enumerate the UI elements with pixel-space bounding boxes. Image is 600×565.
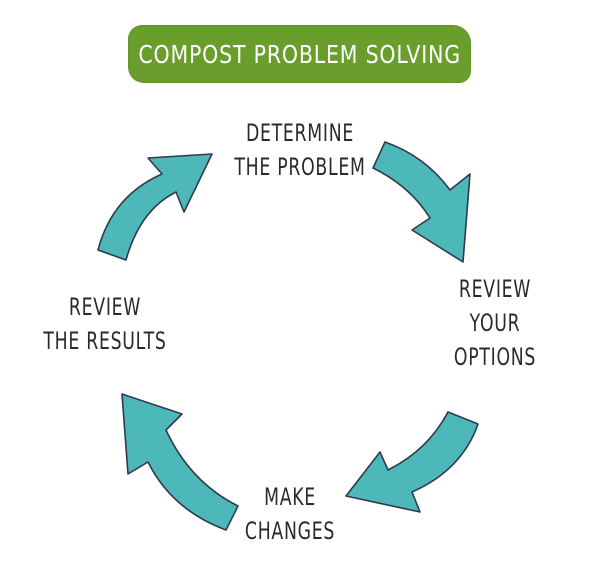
step-label-line: OPTIONS [453,343,537,371]
diagram-title: COMPOST PROBLEM SOLVING [138,39,461,69]
step-determine-the-problem: DETERMINE THE PROBLEM [228,116,372,184]
arrow-down-left-icon [345,411,479,513]
arrow-right-down-icon [372,141,471,263]
step-label-line: REVIEW [68,293,142,321]
arrow-left-up-icon [121,393,239,531]
step-label-line: THE RESULTS [43,327,167,355]
step-label-line: DETERMINE [245,119,355,147]
step-review-the-results: REVIEW THE RESULTS [40,290,170,358]
step-label-line: THE PROBLEM [234,153,366,181]
step-review-your-options: REVIEW YOUR OPTIONS [434,272,556,374]
step-label-line: REVIEW [458,275,532,303]
title-banner: COMPOST PROBLEM SOLVING [128,25,471,83]
step-label-line: CHANGES [244,517,336,545]
step-label-line: YOUR [469,309,521,337]
arrow-up-right-icon [97,153,213,261]
step-label-line: MAKE [264,483,316,511]
step-make-changes: MAKE CHANGES [232,480,347,548]
